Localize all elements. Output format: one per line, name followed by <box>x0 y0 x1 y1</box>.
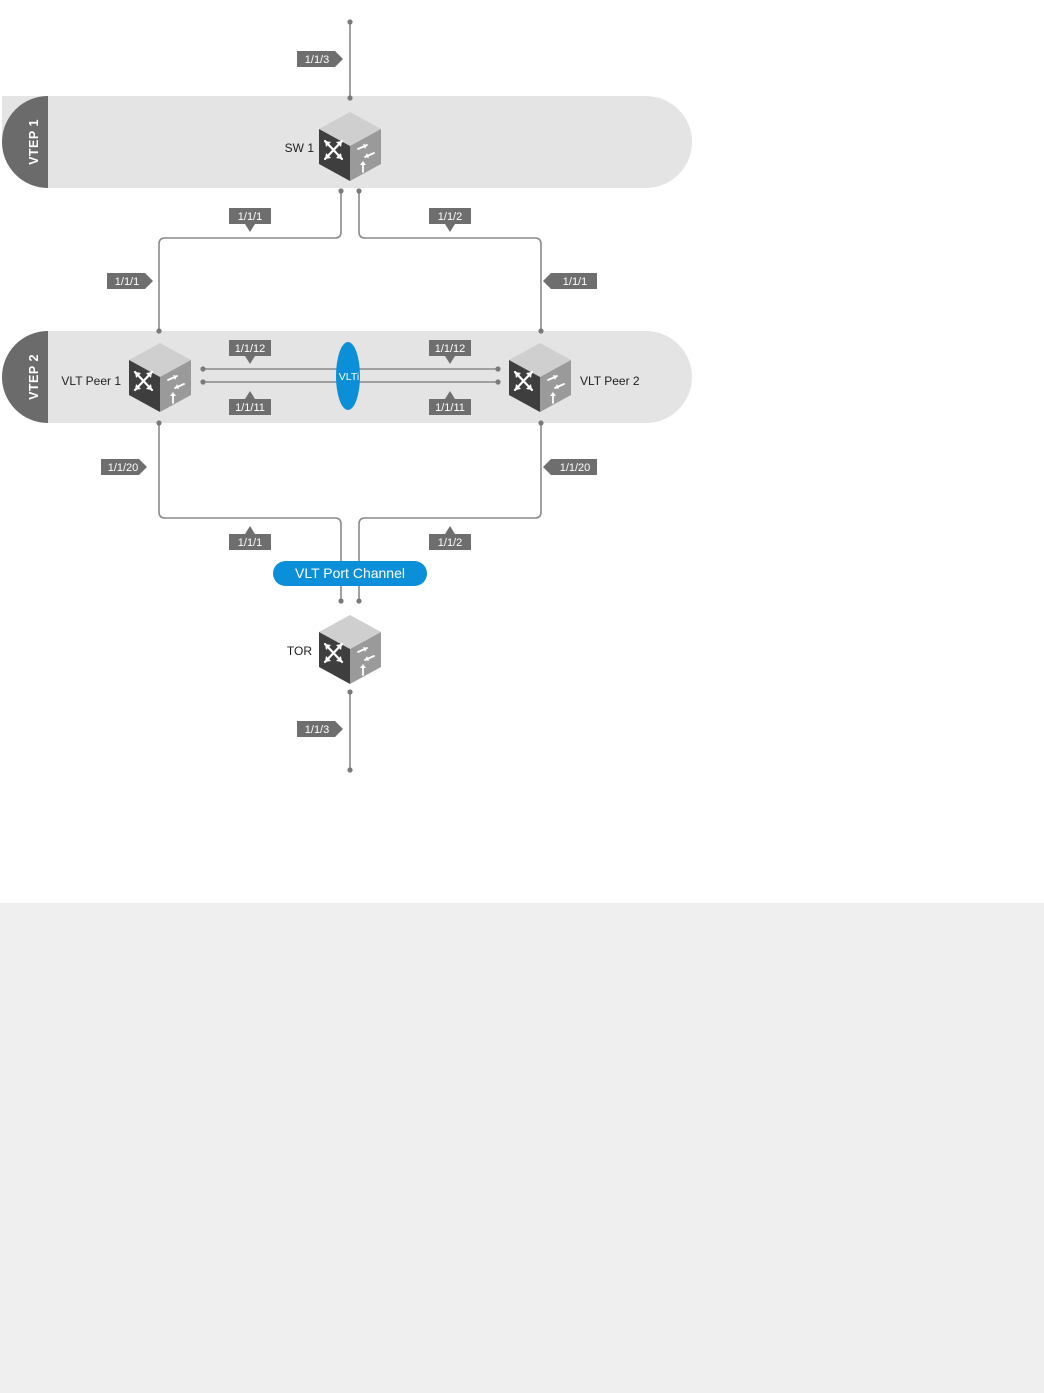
port-tag-peer1-up: 1/1/1 <box>107 273 153 289</box>
tor-switch-icon <box>317 613 383 686</box>
port-tag-tor-right: 1/1/2 <box>429 526 471 550</box>
port-tag-label: 1/1/11 <box>235 402 265 414</box>
port-tag-label: 1/1/1 <box>115 276 139 288</box>
network-diagram: VTEP 1 VTEP 2 <box>2 19 692 773</box>
port-tag-label: 1/1/2 <box>438 537 462 549</box>
port-tag-label: 1/1/12 <box>435 343 466 355</box>
vtep1-label: VTEP 1 <box>27 119 41 165</box>
port-tag-peer1-down: 1/1/20 <box>101 459 147 475</box>
port-tag-label: 1/1/1 <box>238 211 262 223</box>
port-tag-label: 1/1/1 <box>563 276 587 288</box>
vlti-indicator: VLTi <box>336 342 360 410</box>
port-tag-peer1-vlti-bottom: 1/1/11 <box>229 391 271 415</box>
port-tag-peer2-down: 1/1/20 <box>543 459 597 475</box>
vtep2-label: VTEP 2 <box>27 354 41 400</box>
vlti-label: VLTi <box>339 371 359 383</box>
vlt-port-channel-label: VLT Port Channel <box>295 565 405 581</box>
port-tag-tor-downlink: 1/1/3 <box>297 721 343 737</box>
port-tag-label: 1/1/20 <box>560 462 591 474</box>
port-tag-sw1-right: 1/1/2 <box>429 208 471 232</box>
port-tag-tor-left: 1/1/1 <box>229 526 271 550</box>
port-tag-peer2-up: 1/1/1 <box>543 273 597 289</box>
vlt-port-channel-badge: VLT Port Channel <box>273 561 427 586</box>
port-tag-peer1-vlti-top: 1/1/12 <box>229 340 271 364</box>
port-tag-label: 1/1/11 <box>435 402 465 414</box>
empty-panel <box>0 903 1044 1393</box>
port-tag-label: 1/1/20 <box>108 462 139 474</box>
port-tag-label: 1/1/1 <box>238 537 262 549</box>
vlt-peer-2-label: VLT Peer 2 <box>580 374 640 388</box>
port-tag-label: 1/1/3 <box>305 724 329 736</box>
vlt-peer-1-label: VLT Peer 1 <box>61 374 121 388</box>
port-tag-sw1-left: 1/1/1 <box>229 208 271 232</box>
port-tag-label: 1/1/2 <box>438 211 462 223</box>
port-tag-label: 1/1/3 <box>305 54 329 66</box>
port-tag-peer2-vlti-bottom: 1/1/11 <box>429 391 471 415</box>
tor-label: TOR <box>287 644 312 658</box>
sw1-label: SW 1 <box>285 141 315 155</box>
port-tag-sw1-uplink: 1/1/3 <box>297 51 343 67</box>
port-tag-peer2-vlti-top: 1/1/12 <box>429 340 471 364</box>
port-tag-label: 1/1/12 <box>235 343 266 355</box>
